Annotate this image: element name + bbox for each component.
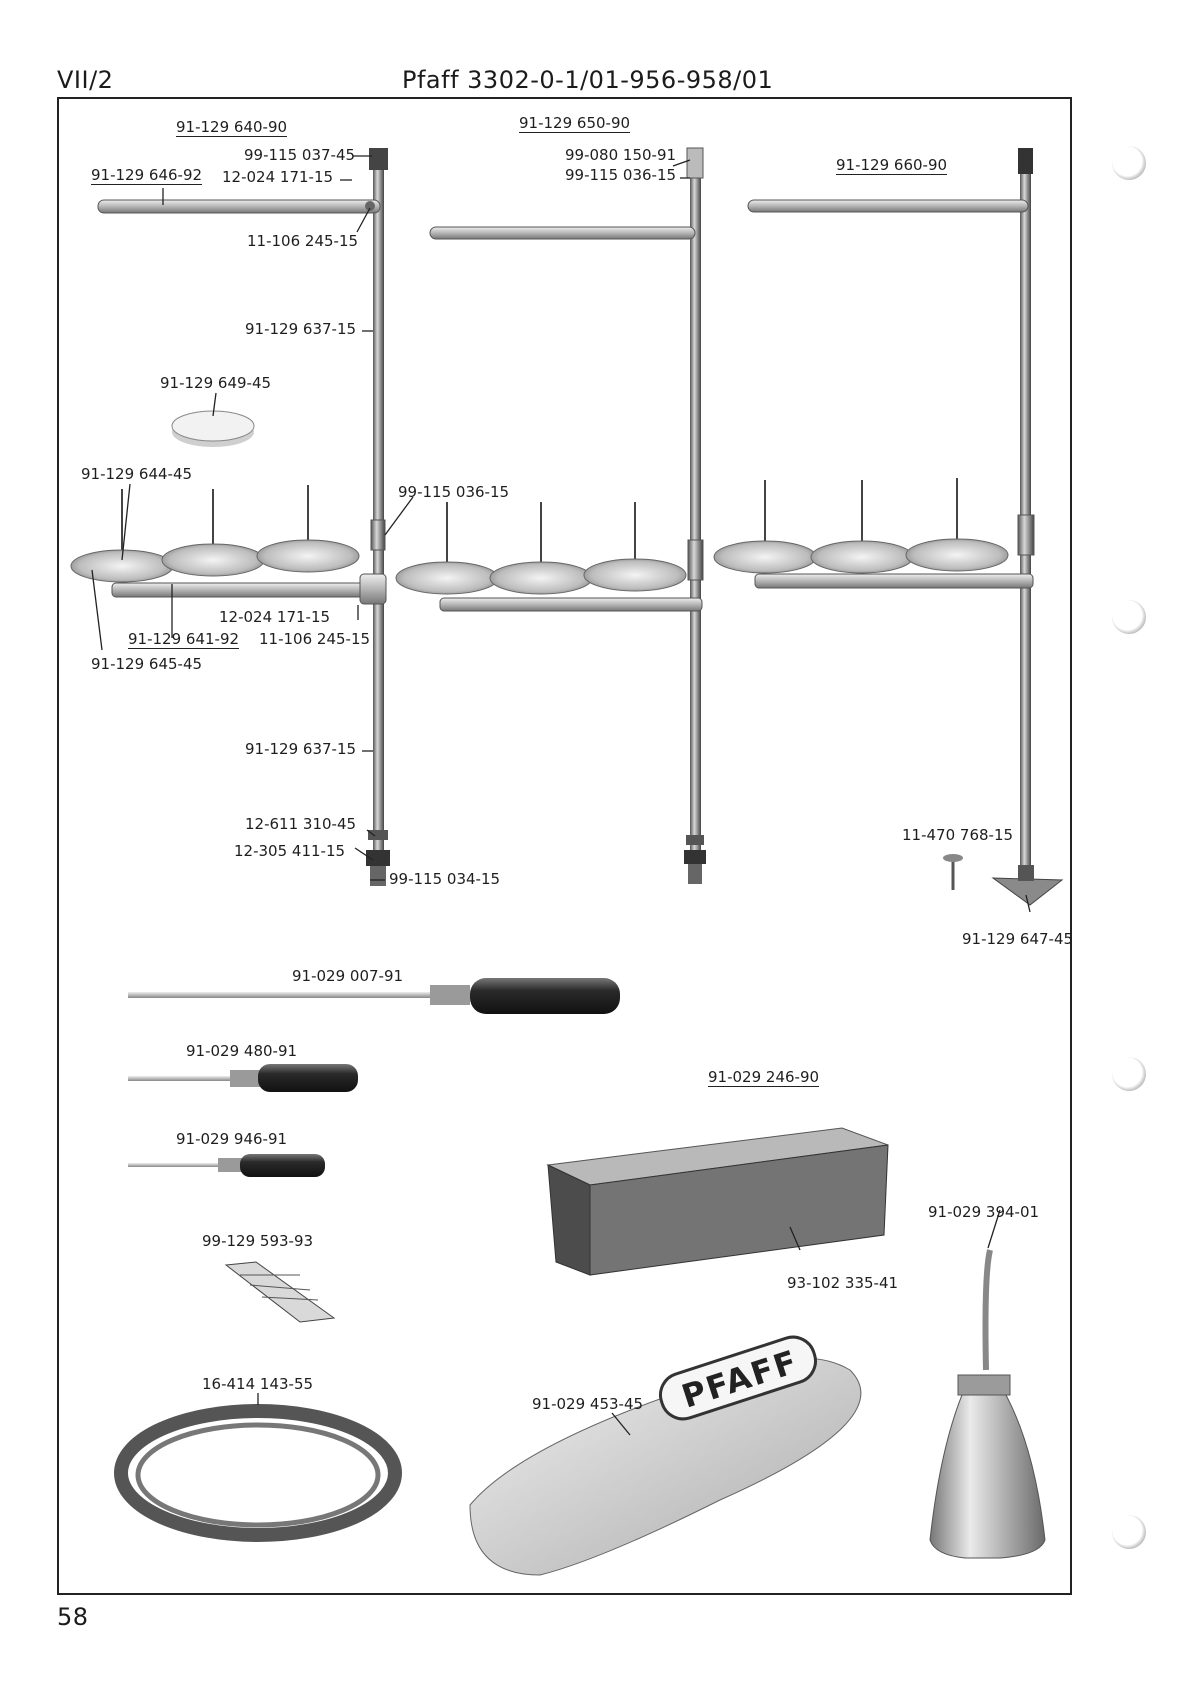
part-label-belt: 16-414 143-55: [202, 1375, 314, 1393]
part-label-screwdriver-large: 91-029 007-91: [292, 967, 404, 985]
part-label-cover: 91-029 453-45: [532, 1395, 644, 1413]
part-label-needle-pack: 99-129 593-93: [202, 1232, 314, 1250]
binder-hole-2: [1112, 600, 1146, 634]
part-label-stand-a: 91-129 640-90: [176, 118, 288, 137]
thread-stand-b: [395, 147, 706, 884]
part-label-screw-mid: 12-024 171-15: [219, 608, 331, 626]
part-label-box-code: 93-102 335-41: [787, 1274, 899, 1292]
part-label-screw-a: 12-024 171-15: [222, 168, 334, 186]
part-label-screwdriver-medium: 91-029 480-91: [186, 1042, 298, 1060]
part-label-stand-c: 91-129 660-90: [836, 156, 948, 175]
page-number: 58: [57, 1603, 89, 1631]
drive-belt: [114, 1404, 402, 1542]
section-label: VII/2: [57, 66, 114, 94]
part-label-spool-plate: 91-129 645-45: [91, 655, 203, 673]
page-title: Pfaff 3302-0-1/01-956-958/01: [402, 66, 774, 94]
part-label-cap-a: 99-115 037-45: [244, 146, 356, 164]
machine-cover: [469, 1335, 862, 1576]
parts-frame: [57, 97, 1072, 1595]
part-label-rod-upper: 91-129 637-15: [245, 320, 357, 338]
part-label-collar-mid: 99-115 036-15: [398, 483, 510, 501]
part-label-foot: 91-129 647-45: [962, 930, 1074, 948]
screwdriver-small: [128, 1154, 325, 1177]
screwdriver-medium: [128, 1064, 358, 1092]
part-label-pin: 91-129 644-45: [81, 465, 193, 483]
binder-hole-1: [1112, 146, 1146, 180]
part-label-rod-lower: 91-129 637-15: [245, 740, 357, 758]
part-label-box: 91-029 246-90: [708, 1068, 820, 1087]
part-label-oiler: 91-029 394-01: [928, 1203, 1040, 1221]
part-label-clamp-a: 11-106 245-15: [247, 232, 359, 250]
thread-stand-c: [713, 148, 1064, 906]
part-label-washer: 12-611 310-45: [245, 815, 357, 833]
part-label-disc: 91-129 649-45: [160, 374, 272, 392]
thread-stand-a: [70, 148, 390, 886]
binder-hole-4: [1112, 1515, 1146, 1549]
part-label-spool-arm: 91-129 641-92: [128, 630, 240, 649]
part-label-nut: 12-305 411-15: [234, 842, 346, 860]
accessory-box: [546, 1127, 889, 1276]
leader-lines: [91, 155, 1031, 1436]
part-label-stand-b: 91-129 650-90: [519, 114, 631, 133]
part-label-screwdriver-small: 91-029 946-91: [176, 1130, 288, 1148]
binder-hole-3: [1112, 1057, 1146, 1091]
part-label-arm-a: 91-129 646-92: [91, 166, 203, 185]
oil-can: [929, 1249, 1046, 1559]
part-label-base-nut: 99-115 034-15: [389, 870, 501, 888]
screwdriver-large: [128, 978, 620, 1014]
part-label-cap-b: 99-080 150-91: [565, 146, 677, 164]
part-label-clamp-mid: 11-106 245-15: [259, 630, 371, 648]
part-label-collar-b: 99-115 036-15: [565, 166, 677, 184]
part-label-wood-screw: 11-470 768-15: [902, 826, 1014, 844]
needle-pack: [224, 1261, 336, 1323]
